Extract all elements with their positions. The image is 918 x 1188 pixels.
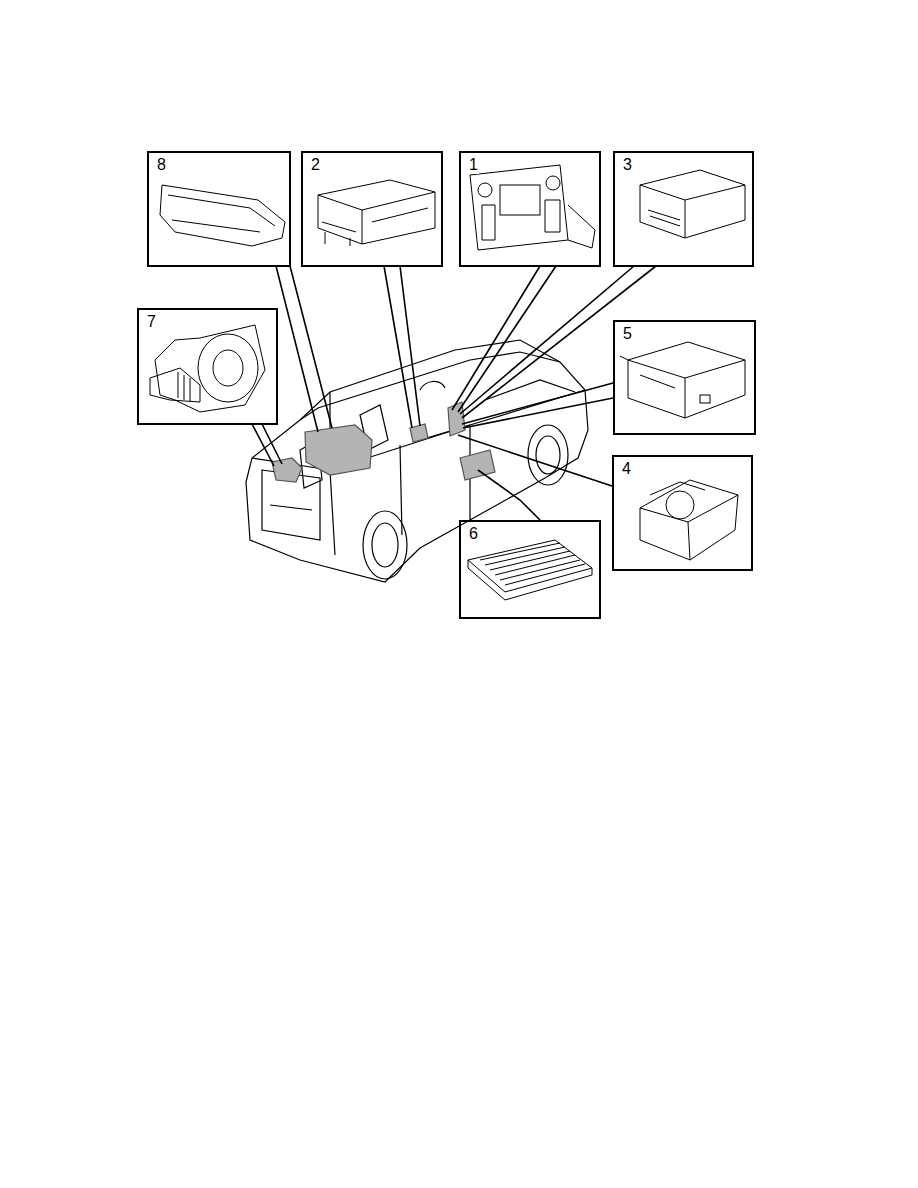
part-8-panel [160,185,285,246]
callout-box: 4 [612,455,753,571]
callout-number: 5 [622,325,633,343]
callout-number: 1 [468,156,479,174]
callout-box: 8 [147,151,291,267]
callout-box: 6 [459,520,601,619]
callout-box: 5 [613,320,756,435]
callout-box: 1 [459,151,601,267]
callout-number: 7 [146,313,157,331]
part-2-unit [318,180,435,246]
part-3-unit [640,170,745,238]
part-4-unit [640,480,738,560]
callout-number: 4 [621,460,632,478]
leader-lines [252,266,656,520]
callout-box: 3 [613,151,754,267]
callout-box: 7 [137,308,278,425]
part-7-speaker [150,325,265,412]
part-1-control-panel [470,165,595,250]
part-6-amplifier [468,540,592,600]
callout-number: 2 [310,156,321,174]
callout-box: 2 [301,151,443,267]
callout-number: 6 [468,525,479,543]
callout-number: 8 [156,156,167,174]
part-5-unit [620,342,745,418]
callout-number: 3 [622,156,633,174]
